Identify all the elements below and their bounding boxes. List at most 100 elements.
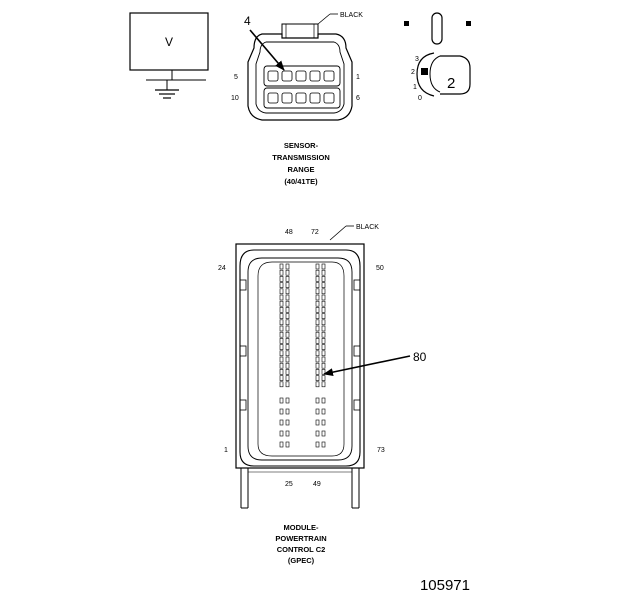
pin-row-upper xyxy=(263,65,341,87)
pin-cavity xyxy=(315,381,320,388)
pin-cavity xyxy=(279,397,284,404)
pin-cavity xyxy=(321,441,326,448)
pin-cavity xyxy=(315,276,320,282)
probe-scale-0: 0 xyxy=(418,95,422,102)
pin-cavity xyxy=(315,441,320,448)
pin-cavity xyxy=(315,375,320,381)
pin-cavity xyxy=(315,263,320,270)
pin-cavity xyxy=(315,307,320,313)
pin-cavity xyxy=(279,288,284,295)
pin-cavity xyxy=(279,307,284,313)
pin-label-72: 72 xyxy=(311,229,319,236)
pin-cavity xyxy=(279,276,284,282)
pin-cavity xyxy=(279,263,284,270)
pin-cavity xyxy=(315,338,320,344)
pin-cavity xyxy=(279,350,284,357)
pin-cavity xyxy=(315,408,320,415)
pin-cavity xyxy=(321,282,326,288)
pin-cavity xyxy=(279,282,284,288)
pin-cavity xyxy=(285,441,290,448)
pin-cavity xyxy=(285,282,290,288)
pin-cavity xyxy=(285,319,290,326)
pin-label-73: 73 xyxy=(377,447,385,454)
pin-row-lower xyxy=(263,87,341,109)
callout-80: 80 xyxy=(413,350,427,364)
voltmeter-label: V xyxy=(165,35,173,49)
pin-cavity xyxy=(285,381,290,388)
pin-cavity xyxy=(321,397,326,404)
probe-scale-2: 2 xyxy=(411,69,415,76)
pin-cavity xyxy=(321,350,326,357)
ground-icon xyxy=(155,89,179,99)
pin-cavity xyxy=(279,331,284,338)
pin-label-bottom-right: 6 xyxy=(356,95,360,102)
pin-cavity xyxy=(279,381,284,388)
pin-cavity xyxy=(279,362,284,369)
pin-cavity xyxy=(321,269,326,276)
voltmeter-symbol: V xyxy=(129,12,209,99)
pin-cavity xyxy=(285,269,290,276)
pin-cavity xyxy=(279,344,284,350)
pin-cavity xyxy=(285,276,290,282)
connector-color-label: BLACK xyxy=(340,12,363,19)
pin-cavity xyxy=(315,419,320,426)
pin-cavity xyxy=(321,362,326,369)
pin-cavity xyxy=(315,430,320,437)
pin-cavity xyxy=(321,381,326,388)
pin-cavity xyxy=(315,356,320,363)
pin-cavity xyxy=(279,430,284,437)
pin-cavity xyxy=(279,325,284,332)
pin-cavity xyxy=(321,344,326,350)
pin-cavity xyxy=(321,300,326,307)
caption-line-3: RANGE xyxy=(287,165,314,174)
pin-cavity xyxy=(321,338,326,344)
pin-cavity xyxy=(315,319,320,326)
pin-cavity xyxy=(285,369,290,375)
pin-cavity xyxy=(279,369,284,375)
pin-cavities xyxy=(279,263,326,448)
pin-cavity xyxy=(285,288,290,295)
pin-cavity xyxy=(285,408,290,415)
pin-cavity xyxy=(279,408,284,415)
pin-cavity xyxy=(279,319,284,326)
callout-arrow xyxy=(249,29,285,71)
pin-cavity xyxy=(285,300,290,307)
pin-label-1: 1 xyxy=(224,447,228,454)
pin-cavity xyxy=(315,331,320,338)
pin-cavity xyxy=(279,419,284,426)
pin-label-top-left: 5 xyxy=(234,74,238,81)
caption-line-2: TRANSMISSION xyxy=(272,153,330,162)
pin-cavity xyxy=(285,294,290,301)
pin-cavity xyxy=(279,313,284,319)
pin-cavity xyxy=(321,319,326,326)
pin-label-top-right: 1 xyxy=(356,74,360,81)
pin-label-49: 49 xyxy=(313,481,321,488)
pin-cavity xyxy=(321,313,326,319)
pin-cavity xyxy=(321,375,326,381)
pin-label-bottom-left: 10 xyxy=(231,95,239,102)
probe-terminal-detail: 3 2 1 0 2 xyxy=(404,12,471,102)
pin-cavity xyxy=(321,408,326,415)
transmission-range-connector: 5 1 10 6 BLACK 4 SENSOR- TRANSMISSION RA… xyxy=(231,12,363,186)
pin-cavity xyxy=(321,307,326,313)
pin-cavity xyxy=(279,294,284,301)
pin-cavity xyxy=(285,331,290,338)
powertrain-control-connector: 48 72 24 50 1 73 25 49 BLACK 80 MODULE- … xyxy=(218,224,427,565)
pin-cavity xyxy=(321,288,326,295)
pin-cavity xyxy=(285,397,290,404)
pin-cavity xyxy=(279,300,284,307)
pin-cavity xyxy=(279,269,284,276)
pin-cavity xyxy=(315,300,320,307)
pin-cavity xyxy=(321,430,326,437)
caption-line-4: (GPEC) xyxy=(288,556,315,565)
pin-cavity xyxy=(321,356,326,363)
pin-cavity xyxy=(279,356,284,363)
probe-scale-1: 1 xyxy=(413,84,417,91)
pin-cavity xyxy=(315,288,320,295)
pin-cavity xyxy=(279,441,284,448)
pin-label-24: 24 xyxy=(218,265,226,272)
pin-cavity xyxy=(279,338,284,344)
pin-cavity xyxy=(285,362,290,369)
pin-cavity xyxy=(315,294,320,301)
